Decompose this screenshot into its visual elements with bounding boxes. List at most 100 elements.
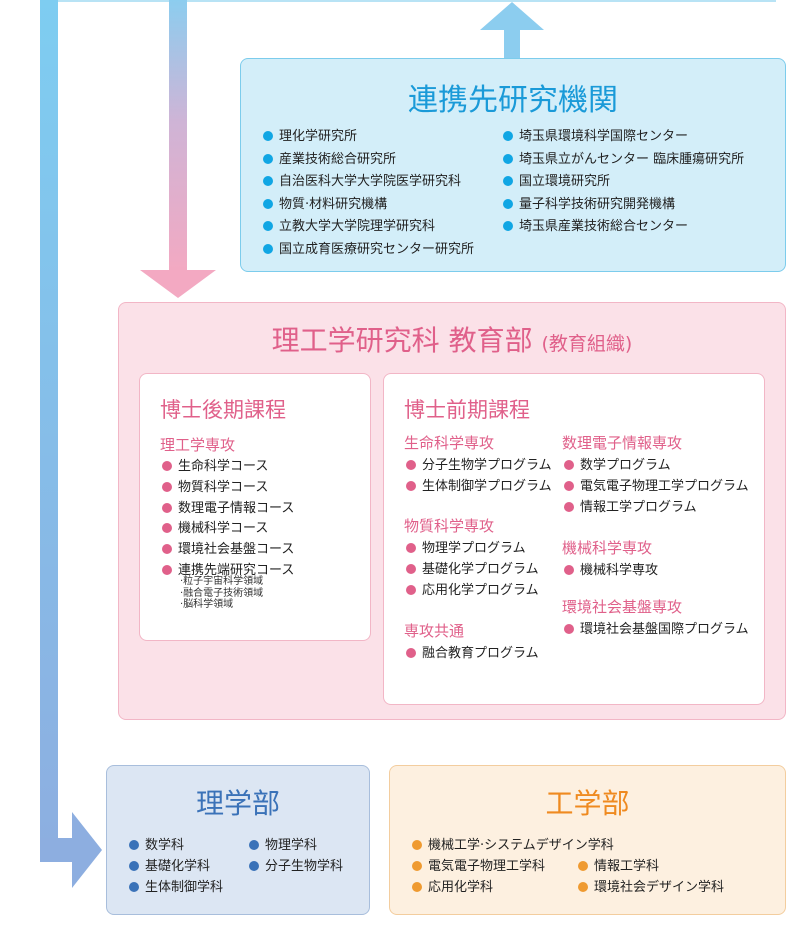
faculty-of-engineering-box: 工学部 機械工学·システムデザイン学科電気電子物理工学科情報工学科応用化学科環境… <box>389 765 786 915</box>
doctoral-course-item: 数理電子情報コース <box>162 501 294 517</box>
graduate-school-title-main: 理工学研究科 教育部 <box>271 324 533 357</box>
list-item-label: 物理学プログラム <box>422 541 526 556</box>
doctoral-sub-field-item: ·融合電子技術領域 <box>180 587 264 599</box>
bullet-dot-icon <box>503 198 513 209</box>
partner-institute-item: 産業技術総合研究所 <box>263 152 396 168</box>
left-vertical-bar <box>40 0 58 862</box>
list-item-label: 生体制御学プログラム <box>422 478 552 494</box>
bullet-dot-icon <box>129 840 139 850</box>
list-item-label: 情報工学科 <box>594 859 660 874</box>
masters-program-item: 電気電子物理工学プログラム <box>564 479 749 495</box>
list-item-label: 機械工学·システムデザイン学科 <box>428 838 614 853</box>
list-item-label: 基礎化学科 <box>145 859 211 874</box>
faculty-of-engineering-department-item: 応用化学科 <box>412 880 493 896</box>
masters-program-item: 情報工学プログラム <box>564 500 697 516</box>
masters-program-item: 応用化学プログラム <box>406 583 539 599</box>
doctoral-sub-field-item: ·粒子宇宙科学領域 <box>180 576 264 587</box>
masters-program-item: 基礎化学プログラム <box>406 562 539 578</box>
bullet-dot-icon <box>406 648 416 658</box>
graduate-school-box: 理工学研究科 教育部 (教育組織) 博士後期課程 理工学専攻 生命科学コース物質… <box>118 302 786 720</box>
masters-program-item: 数学プログラム <box>564 458 671 474</box>
bullet-dot-icon <box>263 153 273 164</box>
middle-vertical-bar <box>169 0 187 272</box>
faculty-of-engineering-title: 工学部 <box>545 787 630 820</box>
bullet-dot-icon <box>162 481 172 492</box>
partner-institute-item: 埼玉県立がんセンター 臨床腫瘍研究所 <box>503 152 744 168</box>
list-item-label: 分子生物学プログラム <box>422 458 552 473</box>
doctoral-course-item: 生命科学コース <box>162 459 268 475</box>
bullet-dot-icon <box>578 861 588 871</box>
list-item-label: 国立成育医療研究センター研究所 <box>279 242 475 257</box>
list-item-label: 産業技術総合研究所 <box>279 151 397 167</box>
bullet-dot-icon <box>503 176 513 187</box>
list-item-label: 物質·材料研究機構 <box>279 196 388 212</box>
list-item-label: 埼玉県立がんセンター 臨床腫瘍研究所 <box>519 151 745 167</box>
masters-program-item: 環境社会基盤国際プログラム <box>564 622 749 638</box>
masters-program-item: 融合教育プログラム <box>406 646 539 662</box>
doctoral-sub-field-item: ·脳科学領域 <box>180 599 234 610</box>
list-item-label: 立教大学大学院理学研究科 <box>279 219 436 235</box>
bullet-dot-icon <box>412 861 422 871</box>
list-item-label: 数理電子情報コース <box>178 500 295 516</box>
list-item-label: 環境社会基盤コース <box>178 542 295 558</box>
middle-arrow-head <box>140 270 216 298</box>
faculty-of-science-box: 理学部 数学科 物理学科基礎化学科 分子生物学科生体制御学科 <box>106 765 370 915</box>
faculty-of-science-title: 理学部 <box>195 787 280 820</box>
bullet-dot-icon <box>129 882 139 892</box>
list-item-label: 情報工学プログラム <box>580 499 697 515</box>
list-item-label: 機械科学コース <box>178 521 269 537</box>
doctoral-course-title: 博士後期課程 <box>160 398 286 422</box>
faculty-of-engineering-department-item: 情報工学科 <box>578 859 659 875</box>
graduate-school-title: 理工学研究科 教育部 (教育組織) <box>119 319 785 359</box>
masters-program-item: 機械科学専攻 <box>564 563 658 579</box>
bullet-dot-icon <box>249 840 259 850</box>
partner-institute-item: 理化学研究所 <box>263 129 357 145</box>
list-item-label: 自治医科大学大学院医学研究科 <box>279 174 462 190</box>
list-item-label: 電気電子物理工学プログラム <box>580 478 749 494</box>
bullet-dot-icon <box>162 461 172 471</box>
bullet-dot-icon <box>564 460 574 470</box>
bullet-dot-icon <box>263 131 273 141</box>
faculty-of-engineering-department-item: 環境社会デザイン学科 <box>578 880 724 896</box>
bullet-dot-icon <box>564 501 574 512</box>
bullet-dot-icon <box>503 153 513 164</box>
bullet-dot-icon <box>564 565 574 575</box>
masters-course-box: 博士前期課程 生命科学専攻分子生物学プログラム生体制御学プログラム物質科学専攻物… <box>383 373 765 705</box>
bullet-dot-icon <box>564 624 574 634</box>
masters-program-item: 分子生物学プログラム <box>406 458 552 474</box>
list-item-label: 応用化学プログラム <box>422 582 539 598</box>
bullet-dot-icon <box>263 221 273 232</box>
list-item-label: 数学科 <box>145 838 185 853</box>
graduate-school-title-paren: (教育組織) <box>541 333 633 355</box>
bullet-dot-icon <box>263 176 273 187</box>
list-item-label: 物質科学コース <box>178 479 269 495</box>
masters-major-title: 環境社会基盤専攻 <box>562 598 683 616</box>
doctoral-course-item: 機械科学コース <box>162 521 268 537</box>
list-item-label: 埼玉県産業技術総合センター <box>519 219 689 235</box>
faculty-of-science-department-item: 分子生物学科 <box>249 859 343 875</box>
bullet-dot-icon <box>263 198 273 209</box>
bullet-dot-icon <box>503 221 513 232</box>
partner-institute-item: 埼玉県産業技術総合センター <box>503 219 688 235</box>
faculty-of-science-department-item: 物理学科 <box>249 838 317 854</box>
masters-program-item: 物理学プログラム <box>406 541 526 557</box>
bullet-dot-icon <box>263 244 273 254</box>
list-item-label: 融合教育プログラム <box>422 646 539 661</box>
partner-institutes-title: 連携先研究機関 <box>408 83 618 118</box>
partner-institute-item: 国立成育医療研究センター研究所 <box>263 242 474 258</box>
faculty-of-science-department-item: 数学科 <box>129 838 184 854</box>
bullet-dot-icon <box>578 882 588 892</box>
bullet-dot-icon <box>412 882 422 892</box>
bullet-dot-icon <box>249 861 259 871</box>
bullet-dot-icon <box>129 861 139 871</box>
list-item-label: 機械科学専攻 <box>580 563 659 578</box>
doctoral-course-item: 物質科学コース <box>162 480 268 496</box>
bullet-dot-icon <box>162 502 172 513</box>
doctoral-major-title: 理工学専攻 <box>160 436 236 454</box>
list-item-label: 生体制御学科 <box>145 880 224 895</box>
bullet-dot-icon <box>406 563 416 574</box>
bullet-dot-icon <box>406 460 416 470</box>
list-item-label: 物理学科 <box>265 838 318 853</box>
list-item-label: 埼玉県環境科学国際センター <box>519 129 689 144</box>
